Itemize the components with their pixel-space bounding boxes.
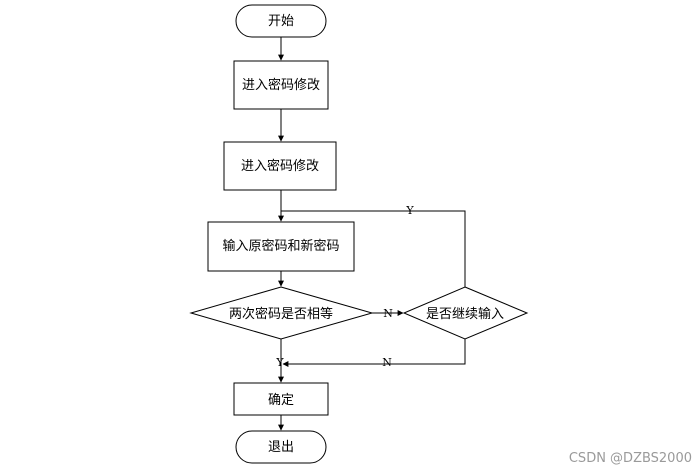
edge-label-n-bottom: N	[382, 356, 392, 369]
edge-label-y-down: Y	[275, 356, 284, 369]
edge-continue-no-to-confirm	[282, 339, 466, 367]
confirm-label: 确定	[268, 393, 294, 408]
input-passwords-step: 输入原密码和新密码	[207, 221, 355, 272]
start-label: 开始	[268, 14, 294, 29]
input-passwords-label: 输入原密码和新密码	[222, 238, 339, 254]
edge-label-n-right: N	[383, 307, 393, 320]
passwords-equal-decision: 两次密码是否相等	[189, 286, 374, 340]
edge-label-y-top: Y	[405, 204, 414, 217]
continue-input-label: 是否继续输入	[426, 306, 504, 322]
start-terminator: 开始	[235, 4, 327, 38]
edge-continue-yes-loop	[281, 210, 466, 287]
watermark-text: CSDN @DZBS2000	[569, 451, 692, 466]
exit-label: 退出	[268, 440, 294, 455]
exit-terminator: 退出	[235, 430, 327, 464]
enter-password-modify-step-1: 进入密码修改	[233, 60, 329, 110]
enter-password-modify-label-2: 进入密码修改	[241, 158, 319, 174]
passwords-equal-label: 两次密码是否相等	[229, 306, 333, 322]
enter-password-modify-label-1: 进入密码修改	[242, 77, 320, 93]
confirm-step: 确定	[233, 382, 329, 416]
continue-input-decision: 是否继续输入	[402, 286, 529, 340]
enter-password-modify-step-2: 进入密码修改	[223, 141, 337, 191]
